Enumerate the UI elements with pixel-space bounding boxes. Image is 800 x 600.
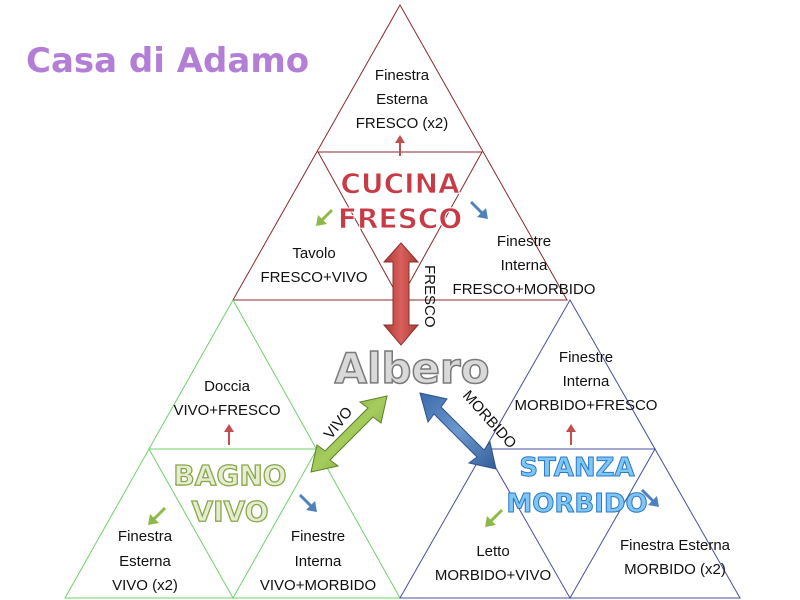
small-arrows [148,135,659,527]
bath-left-line: VIVO (x2) [112,577,178,594]
bedroom-left-line: Letto [476,543,509,560]
kitchen-room-name: CUCINA [340,167,460,200]
arrow-up-icon [566,424,576,445]
bedroom-right-label: Finestra Esterna MORBIDO (x2) [620,537,731,578]
arrow-down-right-icon [640,488,659,507]
kitchen-top-label: Finestra Esterna FRESCO (x2) [356,67,449,132]
bath-room-quality: VIVO [191,495,268,528]
bath-room-name: BAGNO [173,459,286,492]
bedroom-top-line: Finestre [559,349,613,366]
arrow-down-right-icon [469,200,488,219]
bedroom-room-name: STANZA [519,453,634,483]
arrow-down-left-icon [485,508,504,527]
bath-top-line: Doccia [204,378,251,395]
arrow-up-icon [224,424,234,445]
bath-left-line: Finestra [118,528,173,545]
connection-label-fresco: FRESCO [421,265,438,328]
bath-right-line: Finestre [291,528,345,545]
double-arrow-vivo-icon [310,395,388,473]
bedroom-right-line: Finestra Esterna [620,537,731,554]
bedroom-top-label: Finestre Interna MORBIDO+FRESCO [515,349,658,414]
bedroom-top-line: MORBIDO+FRESCO [515,397,658,414]
bedroom-left-line: MORBIDO+VIVO [435,567,551,584]
kitchen-top-line: Finestra [375,67,430,84]
kitchen-left-line: FRESCO+VIVO [260,269,367,286]
kitchen-right-label: Finestre Interna FRESCO+MORBIDO [453,233,596,298]
arrow-down-left-icon [148,506,167,525]
bedroom-room-quality: MORBIDO [506,489,647,519]
kitchen-left-line: Tavolo [292,245,335,262]
center-label: Albero [334,344,489,393]
arrow-up-icon [395,135,405,156]
bath-top-label: Doccia VIVO+FRESCO [173,378,280,419]
arrow-down-right-icon [298,493,317,512]
bath-right-line: Interna [295,553,342,570]
kitchen-top-line: Esterna [376,91,428,108]
kitchen-top-line: FRESCO (x2) [356,115,449,132]
kitchen-room-quality: FRESCO [338,202,462,235]
bedroom-right-line: MORBIDO (x2) [624,561,726,578]
bath-right-line: VIVO+MORBIDO [260,577,376,594]
double-arrow-fresco-icon [382,242,420,346]
bath-top-line: VIVO+FRESCO [173,402,280,419]
kitchen-right-line: FRESCO+MORBIDO [453,281,596,298]
bedroom-left-label: Letto MORBIDO+VIVO [435,543,551,584]
kitchen-left-label: Tavolo FRESCO+VIVO [260,245,367,286]
bath-right-label: Finestre Interna VIVO+MORBIDO [260,528,376,594]
bedroom-top-line: Interna [563,373,610,390]
bath-left-line: Esterna [119,553,171,570]
bath-left-label: Finestra Esterna VIVO (x2) [112,528,178,594]
arrow-down-left-icon [316,208,334,226]
double-arrow-morbido-icon [419,392,497,470]
kitchen-right-line: Finestre [497,233,551,250]
kitchen-right-line: Interna [501,257,548,274]
diagram-title: Casa di Adamo [26,41,309,81]
